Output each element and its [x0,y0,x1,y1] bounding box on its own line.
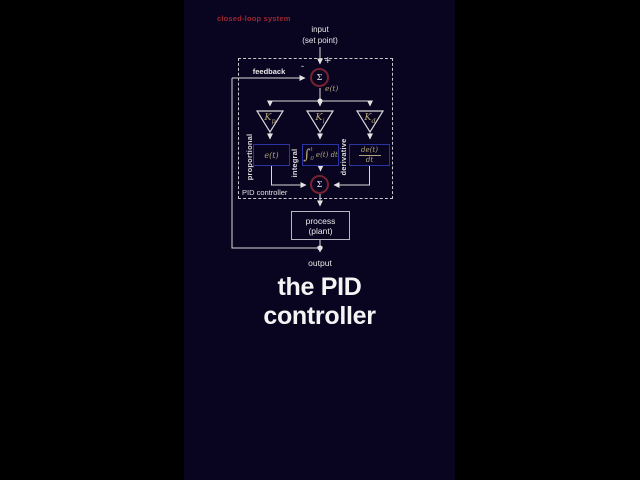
derivative-block: de(t) dt [349,144,390,166]
kp-base: K [264,112,272,123]
closed-loop-system-label: closed-loop system [217,14,291,23]
integral-upper-limit: t [310,147,313,153]
kd-base: K [364,112,372,123]
sigma-symbol: Σ [316,73,323,82]
proportional-expression: e(t) [264,150,279,160]
title-line2: controller [263,301,376,330]
integral-expression: ∫ t 0 e(t) dt [303,147,338,163]
summing-junction-error: Σ [310,68,329,87]
kp-sub: p [271,116,276,125]
gain-label-kp: Kp [255,112,285,125]
kd-sub: d [371,116,376,125]
error-signal-label: e(t) [325,84,339,93]
summing-junction-pid-output: Σ [310,175,329,194]
video-title: the PID controller [184,273,455,330]
channel-label-derivative: derivative [339,138,348,176]
integrand: e(t) dt [315,151,338,159]
input-label-line2: (set point) [302,35,338,45]
ki-sub: i [322,116,325,125]
feedback-label: feedback [252,67,286,76]
title-line1: the PID [277,273,362,301]
input-label: input (set point) [260,25,380,46]
integral-limits: t 0 [310,147,314,162]
process-label-line1: process [305,215,336,226]
derivative-expression: de(t) dt [358,146,381,164]
process-plant-block: process (plant) [291,211,350,240]
proportional-block: e(t) [253,144,290,166]
ki-base: K [315,112,323,123]
output-label: output [308,258,332,268]
sigma-symbol: Σ [316,180,323,189]
portrait-video-area: closed-loop system input (set point) + -… [184,0,455,480]
integral-lower-limit: 0 [310,156,314,162]
derivative-denominator: dt [365,156,374,164]
input-label-line1: input [311,25,329,34]
plus-sign: + [324,56,332,66]
fraction-bar [358,154,381,156]
pid-controller-label: PID controller [242,188,288,197]
process-label-line2: (plant) [308,225,333,236]
output-branch-node [317,245,323,251]
gain-label-ki: Ki [305,112,335,125]
derivative-numerator: de(t) [361,146,378,154]
gain-label-kd: Kd [355,112,385,125]
minus-sign: - [301,62,305,72]
integral-sign: ∫ [303,147,311,163]
integral-block: ∫ t 0 e(t) dt [302,144,339,166]
channel-label-integral: integral [290,148,299,178]
pid-controller-dashed-box [238,58,393,199]
